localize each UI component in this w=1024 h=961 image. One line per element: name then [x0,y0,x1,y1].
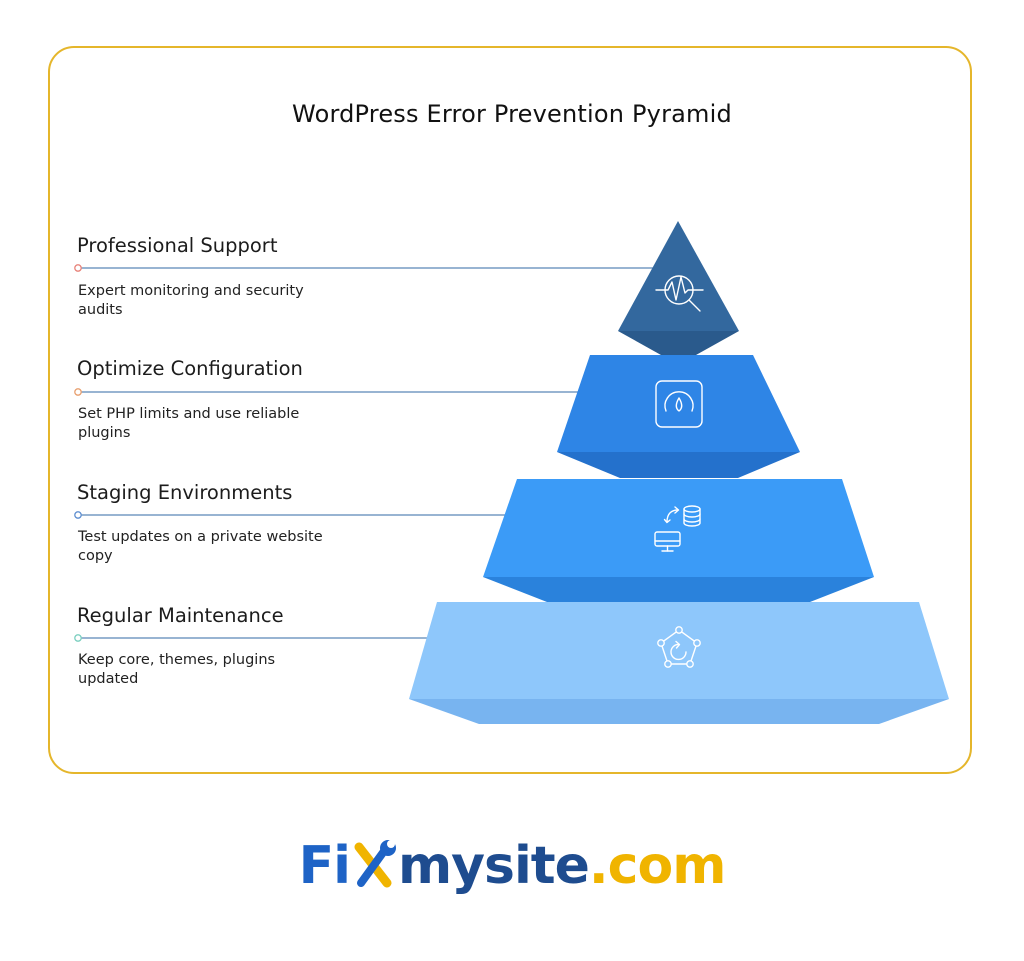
layer-description-regular-maintenance: Keep core, themes, plugins updated [78,652,276,687]
marker-professional-support [74,264,82,272]
tier-regular-maintenance [409,602,949,724]
marker-optimize-configuration [74,388,82,396]
logo-text-part2: mysite [397,836,590,896]
tier-optimize-configuration [557,355,800,478]
layer-heading-regular-maintenance: Regular Maintenance [77,604,284,627]
gauge-icon [655,380,703,428]
layer-heading-optimize-configuration: Optimize Configuration [77,357,303,380]
diagram-title: WordPress Error Prevention Pyramid [292,100,732,128]
layer-description-optimize-configuration: Set PHP limits and use reliable plugins [78,406,300,441]
layer-heading-professional-support: Professional Support [77,234,278,257]
fixmysite-logo: Fi mysite.com [0,836,1024,896]
tier-staging-environments [483,479,874,602]
marker-regular-maintenance [74,634,82,642]
layer-heading-staging-environments: Staging Environments [77,481,293,504]
maintenance-cycle-icon [657,626,701,668]
logo-text-part1: Fi [298,836,351,896]
logo-text-part3: .com [588,836,726,896]
tier-professional-support [618,221,739,355]
server-sync-icon [654,505,701,552]
wrench-screwdriver-icon [354,840,396,888]
marker-staging-environments [74,511,82,519]
diagram-frame [48,46,972,774]
layer-description-staging-environments: Test updates on a private website copy [78,529,323,564]
layer-description-professional-support: Expert monitoring and security audits [78,283,304,318]
monitoring-magnifier-icon [655,275,704,312]
